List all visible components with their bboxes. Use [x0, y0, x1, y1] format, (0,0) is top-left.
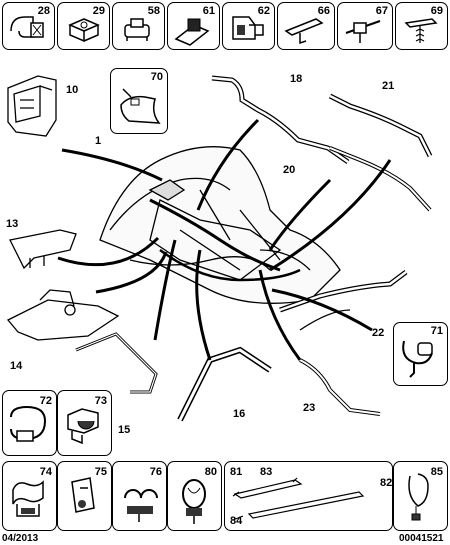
part-box-29: 29 [57, 2, 110, 50]
part-box-76: 76 [112, 461, 167, 531]
part-number-74: 74 [39, 466, 52, 478]
callout-10: 10 [66, 84, 79, 96]
part-box-70: 70 [110, 68, 168, 134]
hook-clip-icon [402, 340, 433, 378]
harness-holder-icon [174, 18, 210, 46]
part-box-80: 80 [167, 461, 222, 531]
part-box-75: 75 [57, 461, 112, 531]
part-box-66: 66 [277, 2, 335, 50]
cable-clip-icon [10, 16, 44, 38]
part-number-62: 62 [257, 5, 270, 17]
part-box-74: 74 [2, 461, 57, 531]
callout-22: 22 [372, 327, 385, 339]
cable-tie-box: 81 83 82 84 [224, 461, 393, 531]
cable-ties-icon [232, 477, 365, 521]
part-box-58: 58 [112, 2, 165, 50]
hose-clamp-icon [10, 405, 47, 442]
part-number-66: 66 [317, 5, 330, 17]
part-number-83: 83 [260, 466, 273, 478]
part-number-75: 75 [94, 466, 107, 478]
part-number-80: 80 [204, 466, 217, 478]
push-pin-clip-icon [345, 20, 381, 43]
tube-clip-icon [12, 480, 44, 517]
part-number-85: 85 [430, 466, 443, 478]
bracket-nut-icon [71, 477, 95, 513]
callout-14: 14 [10, 360, 23, 372]
part-box-69: 69 [395, 2, 448, 50]
callout-1: 1 [95, 135, 102, 147]
callout-13: 13 [6, 218, 19, 230]
part-number-71: 71 [430, 325, 443, 337]
callout-15: 15 [118, 424, 131, 436]
part-number-70: 70 [150, 71, 163, 83]
part-number-82: 82 [380, 477, 393, 489]
part-box-62: 62 [222, 2, 275, 50]
square-fastener-icon [68, 18, 100, 43]
part-number-67: 67 [375, 5, 388, 17]
part-box-85: 85 [393, 461, 448, 531]
part-number-61: 61 [202, 5, 215, 17]
part-number-58: 58 [147, 5, 160, 17]
part-number-76: 76 [149, 466, 162, 478]
callout-20: 20 [283, 164, 296, 176]
grommet-clip-icon [124, 18, 150, 41]
part-number-73: 73 [94, 395, 107, 407]
part-box-71: 71 [393, 322, 448, 386]
callout-21: 21 [382, 80, 395, 92]
sheet-pad-icon [120, 88, 161, 124]
part-number-69: 69 [430, 5, 443, 17]
footer-date: 04/2013 [2, 533, 39, 544]
pipe-clip-icon [67, 408, 99, 445]
part-number-81: 81 [230, 466, 243, 478]
part-number-29: 29 [92, 5, 105, 17]
twin-clip-icon [124, 489, 158, 522]
part-box-72: 72 [2, 390, 57, 456]
bracket-clip-icon [232, 16, 264, 40]
part-number-28: 28 [37, 5, 50, 17]
fir-tree-clip-icon [404, 18, 438, 43]
edge-clip-icon [284, 18, 324, 45]
p-clip-icon [408, 473, 429, 521]
cable-tie-mount-icon [182, 479, 206, 524]
callout-16: 16 [233, 408, 246, 420]
callout-23: 23 [303, 402, 316, 414]
part-box-61: 61 [167, 2, 220, 50]
footer-code: 00041521 [399, 533, 444, 544]
part-box-28: 28 [2, 2, 55, 50]
callout-18: 18 [290, 73, 303, 85]
part-box-67: 67 [337, 2, 393, 50]
part-box-73: 73 [57, 390, 112, 456]
part-number-72: 72 [39, 395, 52, 407]
